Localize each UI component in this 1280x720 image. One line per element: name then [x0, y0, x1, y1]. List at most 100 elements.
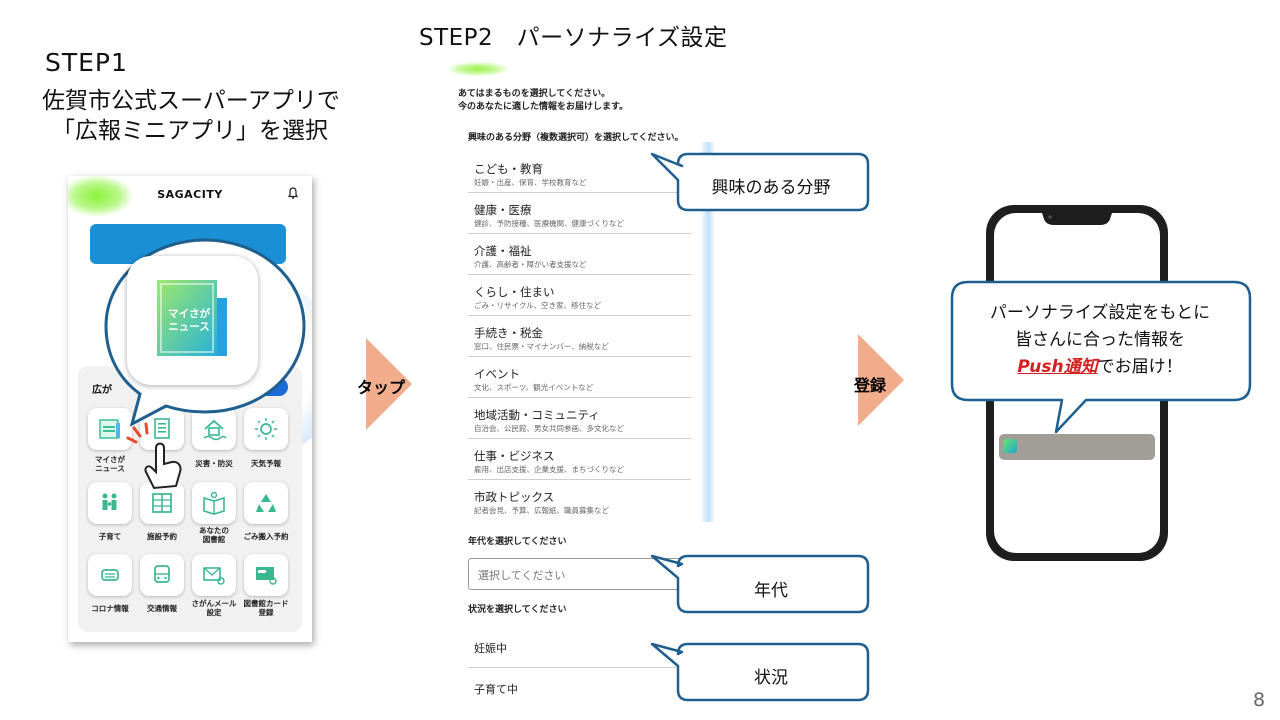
tile-label: 子育て [78, 532, 142, 541]
tile-weather[interactable] [244, 408, 288, 450]
tile-label: 施設予約 [130, 532, 194, 541]
category-item[interactable]: イベント文化、スポーツ、観光イベントなど [468, 357, 691, 398]
category-item[interactable]: 手続き・税金窓口、住民票・マイナンバー、納税など [468, 316, 691, 357]
tile-label-text: 天気予報 [251, 459, 281, 468]
bell-icon[interactable] [286, 186, 300, 200]
tile-covid[interactable] [88, 554, 132, 596]
tile-label: マイさが ニュース [78, 455, 142, 473]
tile-label: 災害・防災 [182, 459, 246, 468]
push-line2: 皆さんに合った情報を [1015, 330, 1185, 350]
status-glow [448, 62, 508, 76]
push-callout-text: パーソナライズ設定をもとに 皆さんに合った情報を Push通知でお届け！ [958, 300, 1242, 381]
tile-library[interactable] [192, 482, 236, 524]
tile-label-text: さがんメール 設定 [191, 599, 237, 617]
scroll-glow [700, 142, 714, 522]
age-heading: 年代を選択してください [468, 537, 567, 547]
category-name: イベント [474, 367, 520, 381]
interest-callout-text: 興味のある分野 [711, 178, 831, 198]
status-name: 妊娠中 [474, 642, 507, 655]
category-item[interactable]: 市政トピックス記者会見、予算、広報紙、職員募集など [468, 480, 691, 521]
newspaper-icon [157, 280, 227, 356]
tile-label-text: あなたの 図書館 [199, 526, 229, 544]
interest-callout [650, 152, 870, 212]
app-title: SAGACITY [157, 188, 223, 201]
tile-childcare[interactable] [88, 482, 132, 524]
category-item[interactable]: くらし・住まいごみ・リサイクル、空き家、移住など [468, 275, 691, 316]
category-item[interactable]: 健康・医療健診、予防接種、医療機関、健康づくりなど [468, 193, 691, 234]
intro-line1: あてはまるものを選択してください。 [458, 89, 611, 99]
page-number: 8 [1253, 689, 1266, 711]
app-icon-label: マイさが ニュース [168, 308, 210, 333]
step1-desc-line1: 佐賀市公式スーパーアプリで [42, 88, 340, 114]
intro-line2: 今のあなたに適した情報をお届けします。 [458, 102, 629, 112]
book-icon [203, 491, 225, 515]
panel-label: 広が [92, 385, 112, 396]
age-placeholder: 選択してください [478, 569, 566, 582]
category-item[interactable]: 介護・福祉介護、高齢者・障がい者支援など [468, 234, 691, 275]
category-name: 手続き・税金 [474, 326, 543, 340]
push-line1: パーソナライズ設定をもとに [989, 303, 1211, 323]
category-sub: 窓口、住民票・マイナンバー、納税など [474, 342, 609, 351]
tile-my-saga-news[interactable] [88, 408, 132, 450]
age-select[interactable]: 選択してください [468, 558, 698, 590]
step1-title: STEP1 [45, 48, 128, 77]
push-line3: Push通知でお届け！ [958, 354, 1242, 381]
push-notification-bar[interactable] [999, 434, 1155, 460]
newspaper-icon [99, 419, 120, 439]
step1-desc-line2: 「広報ミニアプリ」を選択 [52, 118, 328, 144]
house-wave-icon [203, 419, 227, 441]
category-sub: 妊娠・出産、保育、学校教育など [474, 178, 587, 187]
tile-traffic[interactable] [140, 554, 184, 596]
category-sub: 文化、スポーツ、観光イベントなど [474, 383, 594, 392]
tile-label: さがんメール 設定 [182, 599, 246, 617]
tile-garbage-booking[interactable] [244, 482, 288, 524]
category-name: 市政トピックス [474, 490, 555, 504]
family-icon [102, 493, 117, 510]
category-item[interactable]: 地域活動・コミュニティ自治会、公民館、男女共同参画、多文化など [468, 398, 691, 439]
tile-label-text: 災害・防災 [195, 459, 233, 468]
status-item[interactable]: 子育て中 [468, 669, 691, 702]
category-name: 健康・医療 [474, 203, 532, 217]
tile-label-text: 図書館カード 登録 [243, 599, 289, 617]
mail-gear-icon [203, 567, 225, 585]
tile-label-text: コロナ情報 [91, 604, 129, 613]
category-name: くらし・住まい [474, 285, 555, 299]
category-name: こども・教育 [474, 162, 543, 176]
tap-hand-icon [126, 422, 182, 490]
status-glow [68, 176, 132, 216]
document-icon [154, 418, 170, 439]
tile-sagan-mail[interactable] [192, 554, 236, 596]
status-item[interactable]: 妊娠中 [468, 628, 691, 668]
tile-label: コロナ情報 [78, 604, 142, 613]
sun-icon [255, 418, 277, 440]
tile-disaster[interactable] [192, 408, 236, 450]
my-saga-news-app-icon[interactable]: マイさが ニュース [127, 256, 258, 385]
category-item[interactable]: 仕事・ビジネス雇用、出店支援、企業支援、まちづくりなど [468, 439, 691, 480]
arrow-right-icon [366, 338, 412, 430]
category-sub: 自治会、公民館、男女共同参画、多文化など [474, 424, 624, 433]
age-callout-text: 年代 [754, 581, 788, 601]
category-sub: 記者会見、予算、広報紙、職員募集など [474, 506, 609, 515]
category-name: 地域活動・コミュニティ [474, 408, 600, 422]
tile-label-text: マイさが ニュース [95, 455, 125, 473]
tile-label-text: 子育て [98, 532, 122, 541]
tile-label: 交通情報 [130, 604, 194, 613]
tile-label: ごみ搬入予約 [234, 532, 298, 541]
tap-label: タップ [357, 378, 406, 397]
push-emphasis: Push通知 [1017, 357, 1098, 377]
register-label: 登録 [854, 376, 887, 395]
category-name: 仕事・ビジネス [474, 449, 555, 463]
mask-icon [101, 569, 119, 581]
tile-library-card[interactable] [244, 554, 288, 596]
status-heading: 状況を選択してください [468, 605, 567, 615]
step1-description: 佐賀市公式スーパーアプリで 「広報ミニアプリ」を選択 [42, 86, 340, 146]
building-icon [152, 493, 172, 513]
tile-label: 天気予報 [234, 459, 298, 468]
recycle-icon [256, 494, 276, 512]
status-callout-text: 状況 [754, 668, 788, 688]
category-item[interactable]: こども・教育妊娠・出産、保育、学校教育など [468, 152, 691, 193]
category-name: 介護・福祉 [474, 244, 532, 258]
category-sub: 介護、高齢者・障がい者支援など [474, 260, 587, 269]
tile-facility-booking[interactable] [140, 482, 184, 524]
category-sub: 健診、予防接種、医療機関、健康づくりなど [474, 219, 624, 228]
